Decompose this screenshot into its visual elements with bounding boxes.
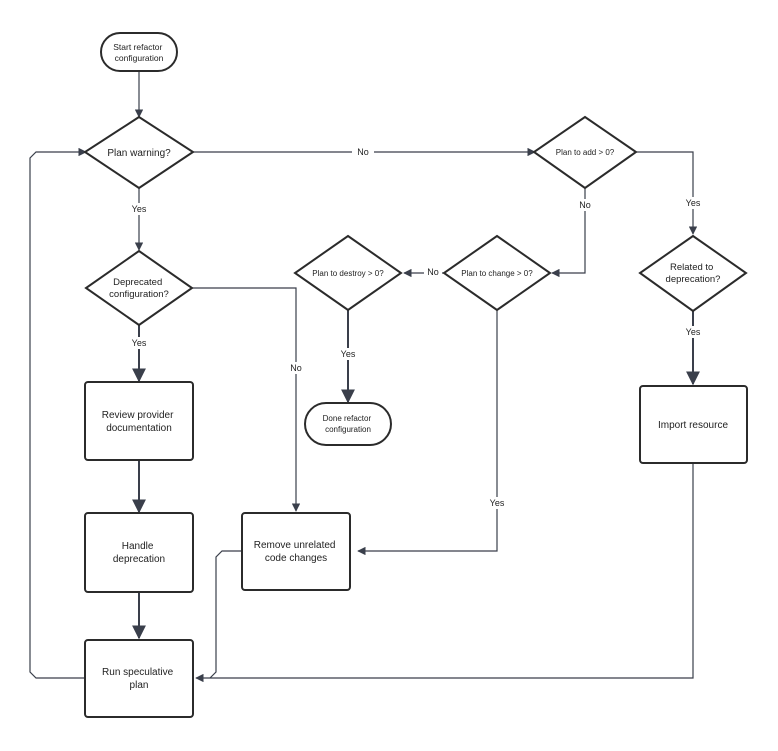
edge-run-loop-back [29, 147, 87, 679]
edge-label-change-no: No [424, 266, 442, 278]
node-label: Plan to change > 0? [461, 269, 533, 278]
edge-label-change-yes: Yes [486, 497, 508, 509]
edge-label-text: Yes [686, 327, 701, 337]
node-done[interactable]: Done refactor configuration [304, 402, 392, 446]
edge-label-text: No [357, 147, 369, 157]
edge-plan-add-yes [636, 151, 698, 235]
edge-label-related-yes: Yes [682, 326, 704, 338]
edge-label-text: No [579, 200, 591, 210]
node-label: Plan to destroy > 0? [312, 269, 384, 278]
node-plan-to-add[interactable]: Plan to add > 0? [532, 115, 638, 190]
edge-plan-change-yes [357, 310, 498, 556]
node-start[interactable]: Start refactor configuration [100, 32, 178, 72]
edge-label-text: Yes [132, 338, 147, 348]
edge-label-warning-yes: Yes [128, 203, 150, 215]
node-review-provider-documentation[interactable]: Review provider documentation [84, 381, 194, 461]
node-label: Run speculative plan [102, 667, 176, 691]
node-handle-deprecation[interactable]: Handle deprecation [84, 512, 194, 593]
node-label: Related to deprecation? [666, 262, 721, 285]
node-plan-warning[interactable]: Plan warning? [83, 115, 195, 190]
node-run-speculative-plan[interactable]: Run speculative plan [84, 639, 194, 718]
nodes: Start refactor configuration Plan warnin… [83, 32, 748, 718]
edge-label-text: No [427, 267, 439, 277]
edge-label-add-yes: Yes [682, 197, 704, 209]
edge-label-text: Yes [341, 349, 356, 359]
node-plan-to-change[interactable]: Plan to change > 0? [442, 234, 552, 312]
node-deprecated-configuration[interactable]: Deprecated configuration? [84, 249, 194, 327]
edge-deprecated-no [192, 287, 301, 512]
edge-import-to-run [195, 464, 694, 683]
edge-label-warning-no: No [352, 146, 374, 158]
edge-label-add-no: No [574, 199, 596, 211]
node-label: Handle deprecation [113, 541, 165, 565]
node-label: Deprecated configuration? [109, 277, 169, 300]
edge-label-text: Yes [686, 198, 701, 208]
edge-label-deprecated-yes: Yes [128, 337, 150, 349]
node-label: Plan to add > 0? [556, 148, 615, 157]
edge-plan-add-no [551, 188, 586, 278]
node-label: Plan warning? [107, 148, 171, 159]
node-plan-to-destroy[interactable]: Plan to destroy > 0? [293, 234, 403, 312]
node-related-to-deprecation[interactable]: Related to deprecation? [638, 234, 748, 313]
edge-labels: No Yes No Yes No Yes Yes Yes [128, 146, 704, 509]
node-label: Start refactor configuration [113, 42, 165, 63]
node-label: Done refactor configuration [323, 414, 374, 434]
edge-label-deprecated-no: No [285, 362, 307, 374]
edge-label-text: Yes [490, 498, 505, 508]
node-remove-unrelated[interactable]: Remove unrelated code changes [241, 512, 351, 591]
edge-label-destroy-yes: Yes [337, 348, 359, 360]
node-label: Import resource [658, 420, 728, 431]
node-label: Review provider documentation [102, 410, 176, 434]
node-label: Remove unrelated code changes [254, 540, 339, 564]
edge-label-text: Yes [132, 204, 147, 214]
node-import-resource[interactable]: Import resource [639, 385, 748, 464]
edge-remove-to-run [209, 550, 242, 679]
edge-label-text: No [290, 363, 302, 373]
